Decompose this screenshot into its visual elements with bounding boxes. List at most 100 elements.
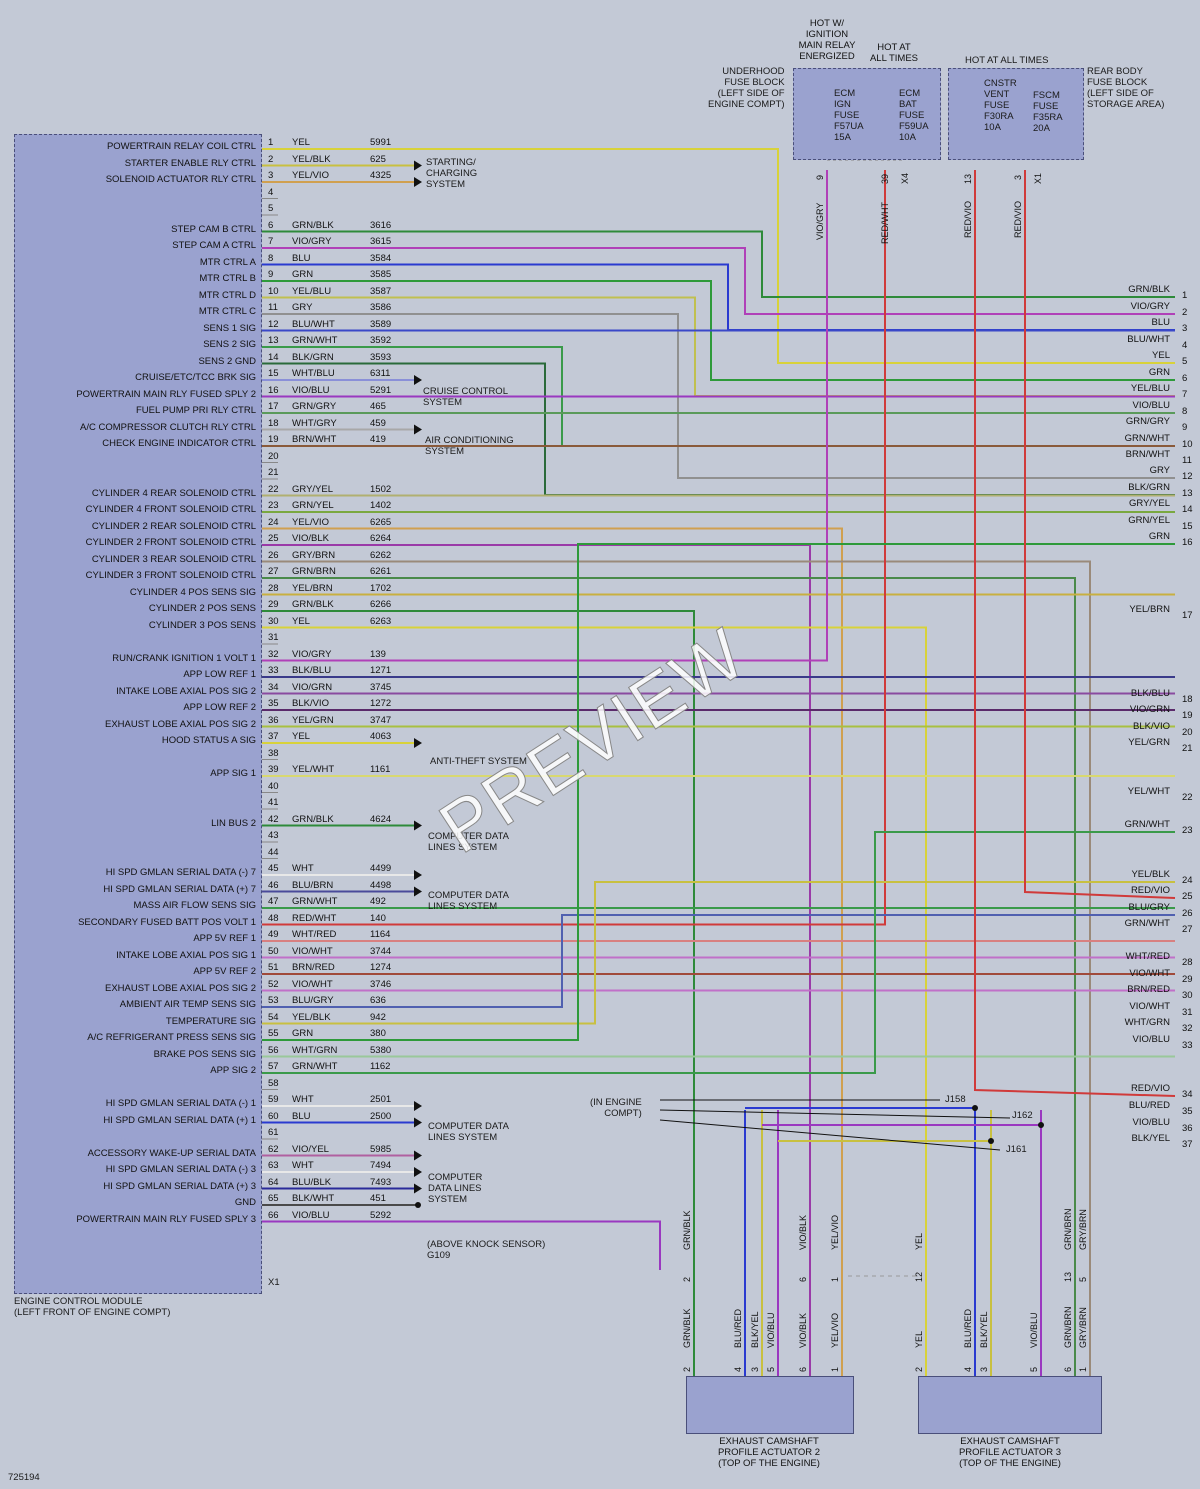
right-wire-color: BLU/RED <box>1128 1100 1170 1111</box>
pin-circuit: 5985 <box>370 1143 392 1155</box>
pin-signal: GND <box>234 1197 256 1208</box>
pin-signal: TEMPERATURE SIG <box>165 1015 256 1027</box>
right-wire-number: 21 <box>1182 743 1193 754</box>
actuator-3-wire: VIO/BLU <box>1029 1312 1039 1348</box>
arrow-head <box>414 870 422 880</box>
splice-leader <box>659 1119 1001 1151</box>
x113-wire: GRY/BRN <box>1078 1209 1088 1250</box>
pin-wire-color: VIO/GRY <box>292 236 332 247</box>
x113-wire: YEL <box>914 1232 924 1250</box>
right-wire-color: BLU <box>1151 317 1170 328</box>
x113-pin: 12 <box>914 1271 924 1282</box>
underhood-fuse-block <box>793 68 941 160</box>
x113-pin: 6 <box>798 1276 808 1282</box>
pin-wire-color: WHT <box>292 863 314 874</box>
x113-pin: 1 <box>830 1276 840 1282</box>
pin-signal: SENS 2 GND <box>198 355 256 367</box>
pin-wire-color: BLU/GRY <box>292 995 334 1006</box>
pin-circuit: 3616 <box>370 219 392 231</box>
pin-wire-color: GRY <box>292 302 313 313</box>
right-wire-color: WHT/RED <box>1125 951 1170 962</box>
right-wire-color: GRN/WHT <box>1124 433 1170 444</box>
pin-number: 13 <box>268 335 279 346</box>
right-wire-color: RED/VIO <box>1130 1083 1170 1094</box>
fuse-ecm-ign: ECM IGN FUSE F57UA 15A <box>834 88 864 143</box>
pin-circuit: 1402 <box>370 500 392 511</box>
right-wire-color: VIO/BLU <box>1132 1117 1171 1128</box>
pin-circuit: 1271 <box>370 665 392 676</box>
right-wire-number: 36 <box>1182 1123 1193 1134</box>
pin-circuit: 5291 <box>370 384 392 396</box>
hot-all-times-label-2: HOT AT ALL TIMES <box>965 55 1049 66</box>
pin-circuit: 4325 <box>370 170 392 181</box>
pin-signal: CYLINDER 3 FRONT SOLENOID CTRL <box>85 570 256 581</box>
wire-to-x113 <box>262 527 843 1270</box>
right-wire-color: BLK/YEL <box>1131 1133 1170 1144</box>
arrow-head <box>414 738 422 748</box>
right-wire-color: VIO/WHT <box>1129 1001 1170 1012</box>
pin-number: 19 <box>268 434 279 445</box>
pin-signal: CYLINDER 2 POS SENS <box>148 603 256 614</box>
pin-signal: MASS AIR FLOW SENS SIG <box>133 900 256 911</box>
pin-circuit: 4499 <box>370 863 392 874</box>
pin-wire-color: WHT/BLU <box>292 368 335 379</box>
pin-number: 27 <box>268 566 279 577</box>
right-wire-number: 31 <box>1182 1007 1193 1018</box>
pin-signal: POWERTRAIN MAIN RLY FUSED SPLY 3 <box>76 1213 256 1225</box>
pin-circuit: 3745 <box>370 681 392 693</box>
splice-j162: J162 <box>1012 1110 1033 1121</box>
arrow-label-data-3: COMPUTER DATA LINES SYSTEM <box>428 1121 509 1143</box>
right-wire-color: BLK/GRN <box>1128 482 1170 493</box>
splice-j158-dot <box>972 1105 978 1111</box>
pin-number: 34 <box>268 681 279 693</box>
pin-signal: AMBIENT AIR TEMP SENS SIG <box>119 999 256 1010</box>
pin-signal: FUEL PUMP PRI RLY CTRL <box>135 405 256 416</box>
arrow-label-data-2: COMPUTER DATA LINES SYSTEM <box>428 890 509 912</box>
right-wire-color: GRN/WHT <box>1124 918 1170 929</box>
x113-pin: 5 <box>1078 1276 1088 1282</box>
pin-wire-color: WHT <box>292 1094 314 1105</box>
pin-number: 64 <box>268 1176 279 1188</box>
actuator-2-wire: GRN/BLK <box>682 1308 692 1348</box>
pin-wire-color: GRN <box>292 1028 314 1039</box>
pin-number: 54 <box>268 1011 279 1023</box>
right-wire-color: VIO/BLU <box>1132 400 1171 411</box>
pin-signal: HI SPD GMLAN SERIAL DATA (+) 1 <box>103 1114 256 1126</box>
pin-wire-color: VIO/WHT <box>292 978 333 990</box>
pin-number: 5 <box>268 203 274 214</box>
pin-wire-color: GRN/WHT <box>292 335 338 346</box>
pin-number: 1 <box>268 137 274 148</box>
pin-wire-color: GRN/BLK <box>292 813 334 825</box>
pin-circuit: 3586 <box>370 302 392 313</box>
pin-signal: STEP CAM B CTRL <box>171 223 256 235</box>
fuse-wire-red-wht: RED/WHT <box>880 202 890 244</box>
right-wire-color: VIO/GRN <box>1129 704 1170 715</box>
pin-circuit: 7494 <box>370 1160 392 1171</box>
pin-circuit: 492 <box>370 896 386 907</box>
right-wire-color: GRN/WHT <box>1124 819 1170 830</box>
pin-number: 22 <box>268 483 279 495</box>
right-wire-color: YEL <box>1152 350 1170 361</box>
pin-circuit: 6261 <box>370 566 392 577</box>
pin-circuit: 4063 <box>370 731 392 742</box>
pin-circuit: 3589 <box>370 318 392 330</box>
wire-to-fuse <box>262 170 828 662</box>
pin-signal: CYLINDER 4 REAR SOLENOID CTRL <box>91 487 256 499</box>
pin-wire-color: BLK/VIO <box>292 698 329 709</box>
pin-signal: INTAKE LOBE AXIAL POS SIG 2 <box>116 685 256 697</box>
actuator-3-pin: 4 <box>963 1366 973 1372</box>
pin-circuit: 6311 <box>370 368 391 379</box>
right-wire-number: 29 <box>1182 974 1193 985</box>
actuator-3-wire: BLK/YEL <box>979 1311 989 1348</box>
pin-number: 39 <box>268 764 279 775</box>
right-wire-color: YEL/GRN <box>1128 737 1170 748</box>
pin-number: 53 <box>268 995 279 1006</box>
pin-number: 26 <box>268 549 279 561</box>
right-wire-color: GRN <box>1148 531 1170 542</box>
actuator-2-pin: 1 <box>830 1366 840 1372</box>
pin-signal: EXHAUST LOBE AXIAL POS SIG 2 <box>104 718 256 730</box>
arrow-head <box>414 177 422 187</box>
pin-wire-color: VIO/BLU <box>292 1209 330 1221</box>
fuse-conn-x4: X4 <box>900 172 910 184</box>
pin-circuit: 4498 <box>370 879 392 891</box>
